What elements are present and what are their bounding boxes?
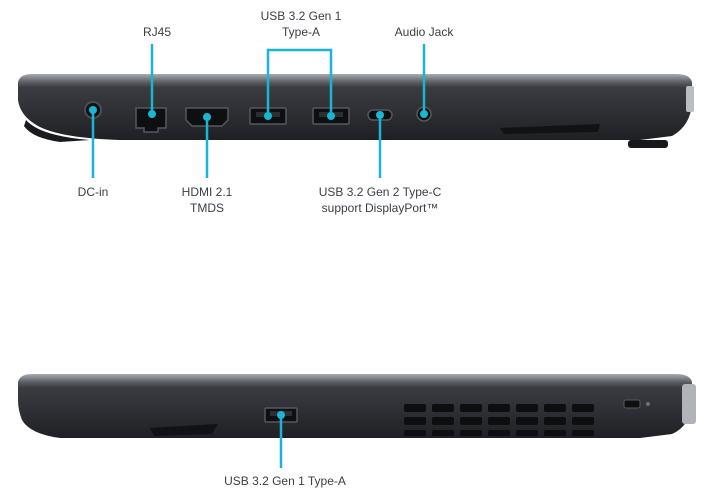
laptop-right-side	[18, 374, 696, 468]
right-front-lip	[150, 424, 218, 436]
usb-c-label-line1: USB 3.2 Gen 2 Type-C	[318, 185, 442, 199]
right-callout-dot	[277, 411, 285, 419]
hdmi-label-line1: HDMI 2.1	[181, 185, 233, 199]
left-hinge	[686, 86, 694, 112]
left-callouts	[91, 44, 426, 178]
rj45-label: RJ45	[142, 25, 171, 39]
left-chassis	[18, 88, 692, 140]
usb-a-gen1-label-line2: Type-A	[281, 25, 320, 39]
right-hinge	[682, 384, 696, 424]
left-callout-dots	[89, 106, 428, 121]
right-usb-a-label: USB 3.2 Gen 1 Type-A	[224, 474, 346, 488]
dc-in-label: DC-in	[77, 185, 109, 199]
lock-indicator	[646, 402, 650, 406]
rj45-port	[135, 107, 167, 133]
usb-a-gen1-label-line1: USB 3.2 Gen 1	[260, 9, 342, 23]
left-vent	[500, 124, 600, 134]
right-lid-edge	[18, 374, 692, 390]
right-chassis	[18, 388, 692, 438]
left-front-lip	[24, 120, 90, 142]
laptop-left-side	[18, 44, 694, 178]
right-vent-grille	[404, 404, 594, 436]
usb-c-label-line2: support DisplayPort™	[321, 201, 439, 215]
left-lid-edge	[18, 74, 692, 90]
kensington-lock-slot	[623, 399, 641, 409]
audio-jack-label: Audio Jack	[394, 25, 454, 39]
hdmi-label-line2: TMDS	[190, 201, 224, 215]
left-foot	[628, 140, 668, 148]
